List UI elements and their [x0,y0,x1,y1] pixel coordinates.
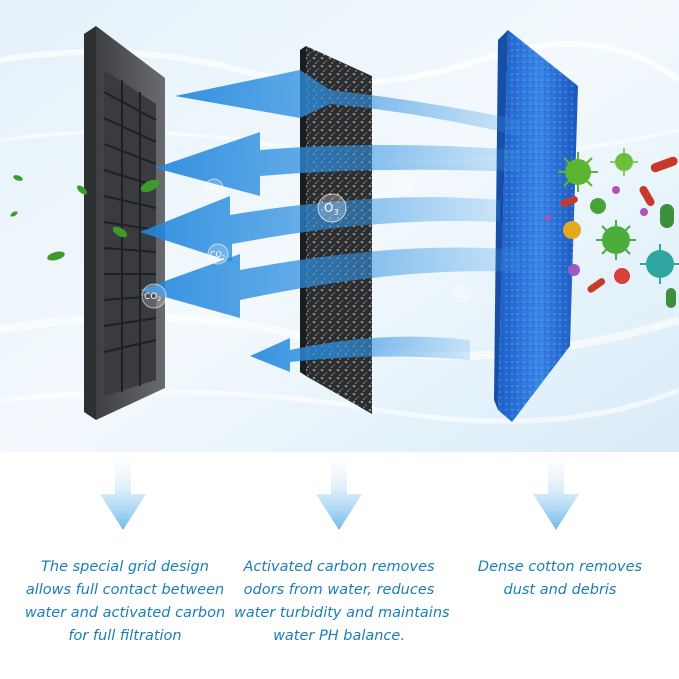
cotton-filter-caption: Dense cotton removes dust and debris [477,559,643,598]
virus-icon [614,268,630,284]
virus-icon [563,221,581,239]
down-arrow-icon [316,448,362,530]
virus-icon [590,198,606,214]
virus-icon [610,148,638,176]
bacteria-icon [639,185,655,207]
virus-icon [558,152,598,192]
o2-molecule-label: O2 [209,184,218,195]
down-arrow-icon [100,448,146,530]
bacteria-icon [666,288,676,308]
co2-molecule-label-3: CO2 [397,183,411,193]
germs [545,148,679,308]
grid-filter-caption: The special grid design allows full cont… [24,559,226,644]
virus-icon [612,186,620,194]
co2-molecule-label-2: CO2 [210,250,225,261]
virus-icon [640,244,679,284]
bacteria-icon [660,204,674,228]
grid-filter [84,26,165,420]
leaves [10,175,160,261]
bacteria-icon [560,196,578,207]
carbon-filter-caption: Activated carbon removes odors from wate… [234,559,450,644]
filter-layers-illustration: O3 CO2 CO2 O2 CO2 O2 [0,0,679,452]
water-flow-arrows [140,70,520,372]
o3-molecule-label: O3 [324,201,339,217]
down-arrow-icon [533,448,579,530]
molecules: O3 CO2 CO2 O2 CO2 O2 [141,176,471,309]
bacteria-icon [587,278,606,293]
bacteria-icon [650,156,678,173]
virus-icon [568,264,580,276]
virus-icon [596,220,636,260]
co2-molecule-label: CO2 [144,292,161,303]
virus-icon [545,215,551,221]
o2-molecule-label-2: O2 [457,291,466,301]
virus-icon [640,208,648,216]
